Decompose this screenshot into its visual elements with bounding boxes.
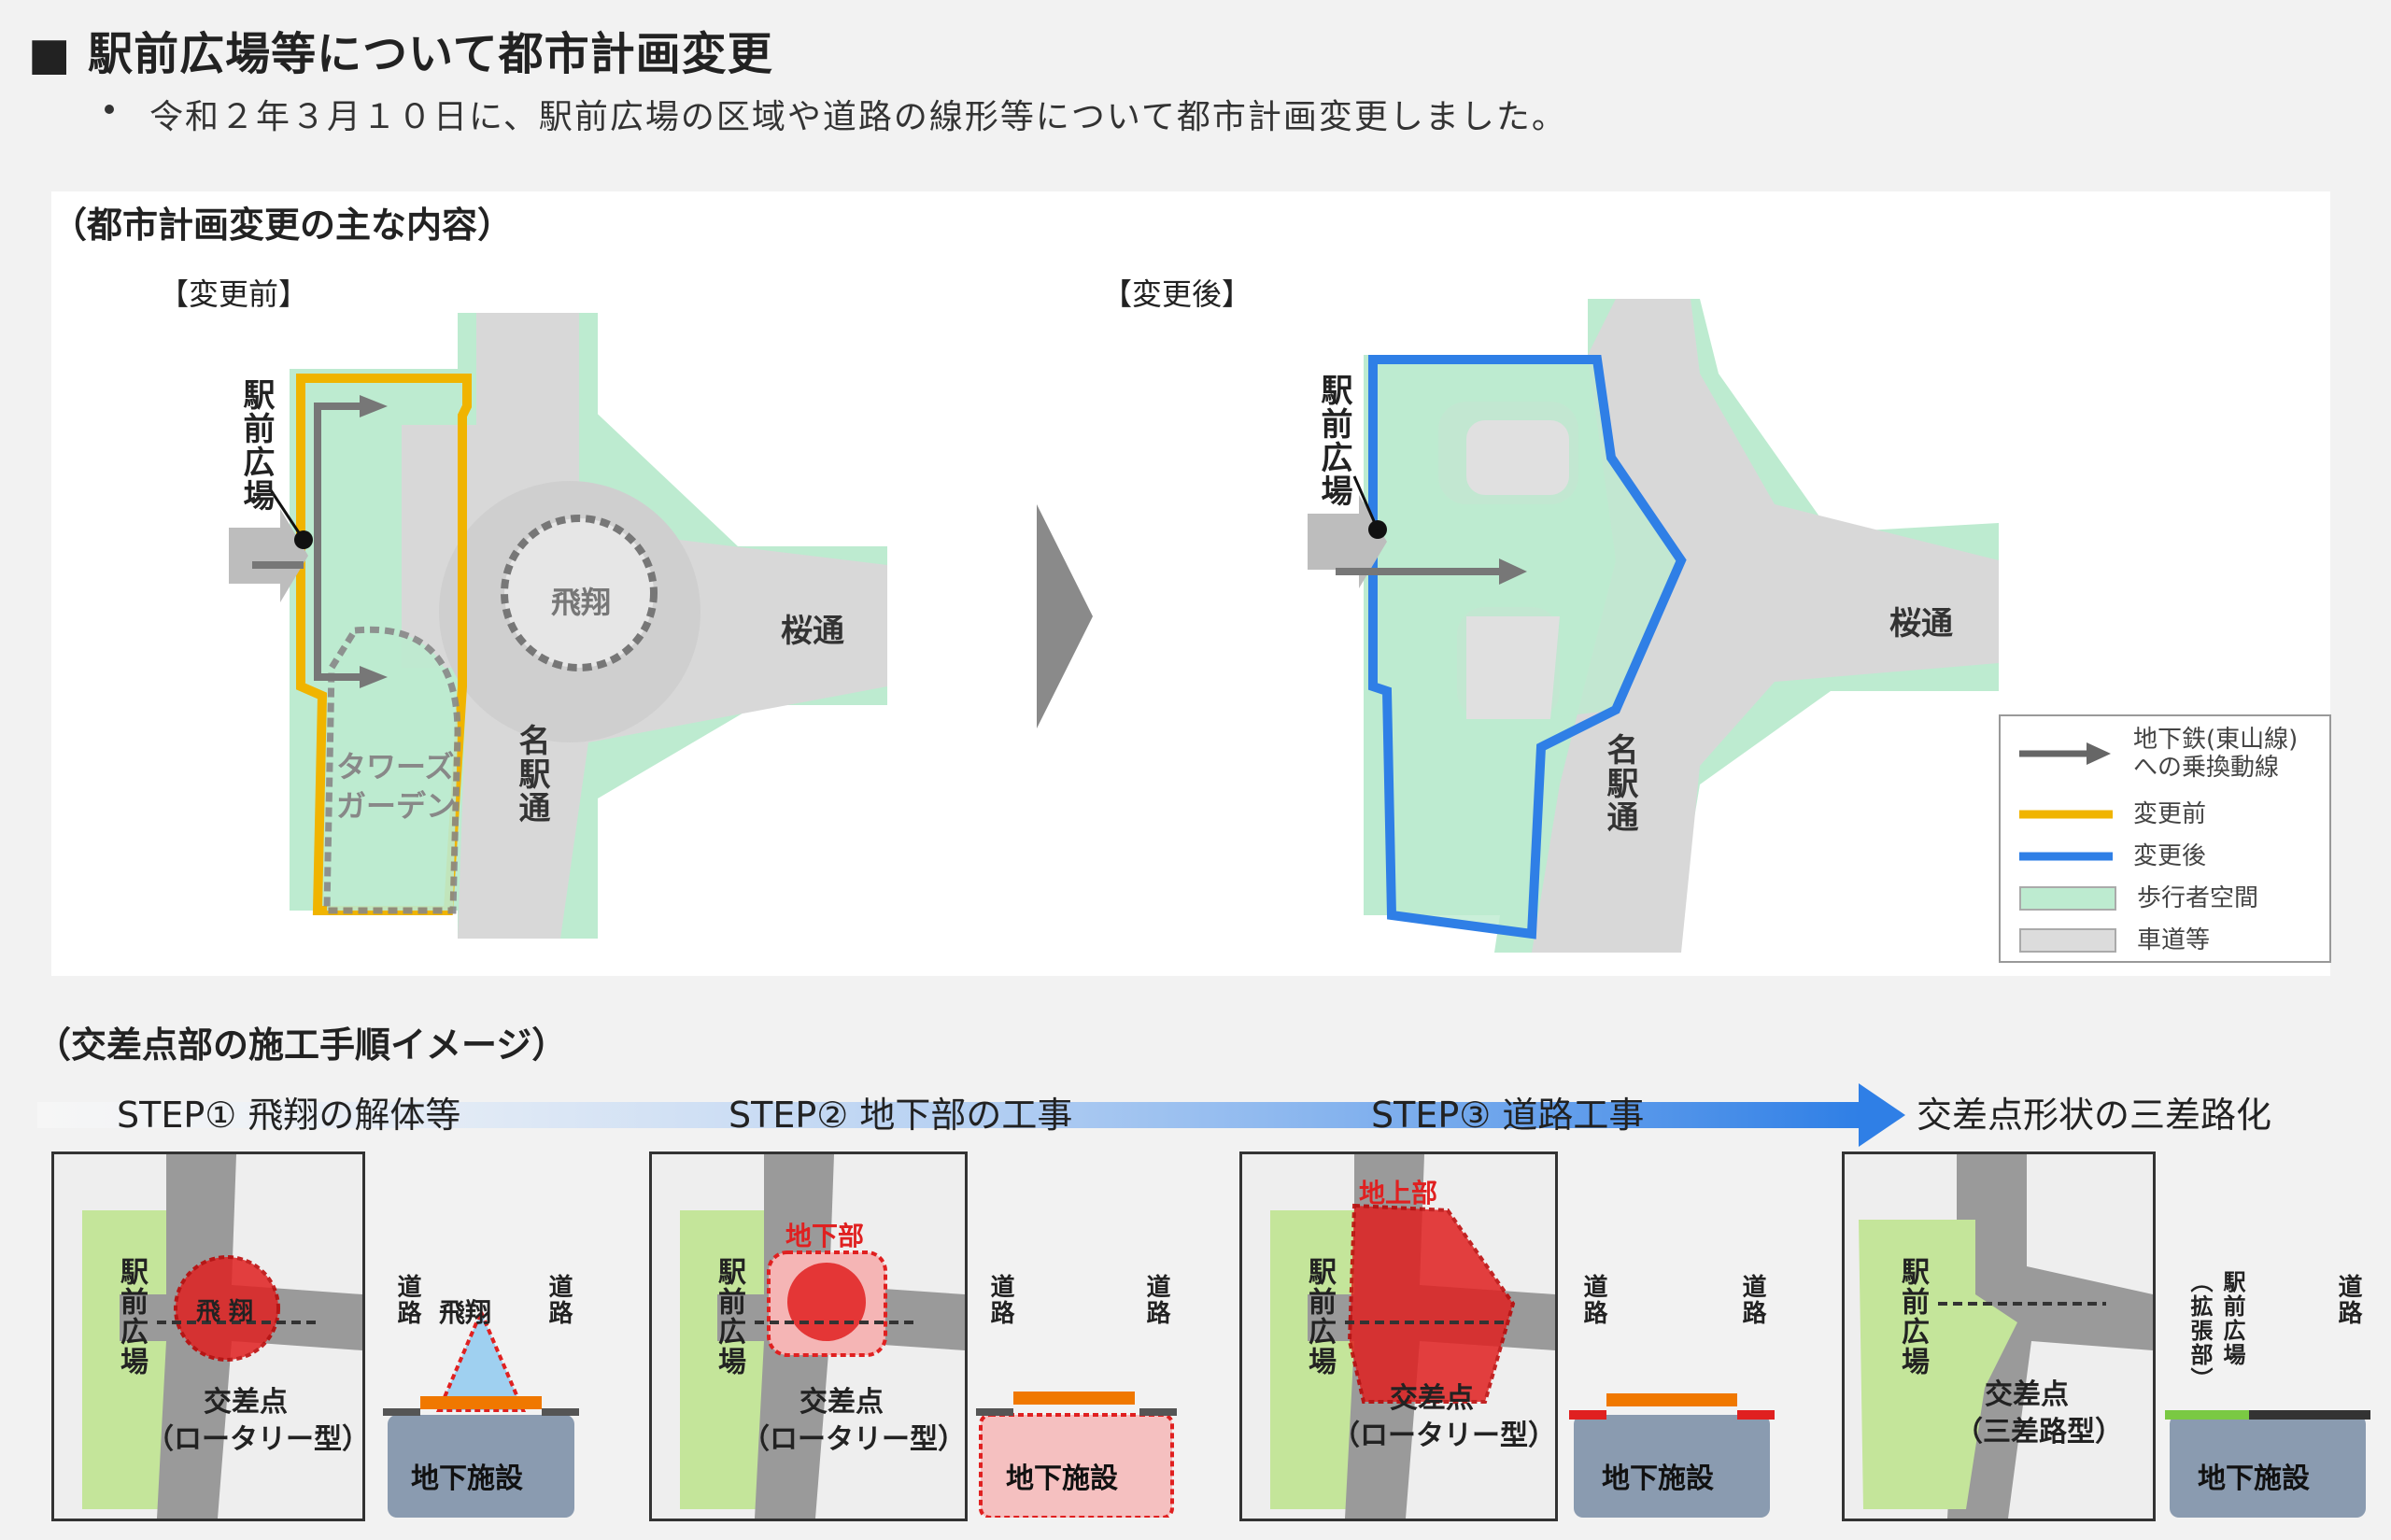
intro-bullet-text: 令和２年３月１０日に、駅前広場の区域や道路の線形等について都市計画変更しました。 xyxy=(149,98,1567,136)
step-3-plan xyxy=(1270,1154,1555,1519)
final-section-diagram xyxy=(2165,1410,2370,1518)
final-section: 駅前広場（拡張部） 道路 地下施設 xyxy=(2165,1251,2370,1518)
step-1-rotary-label: （ロータリー型） xyxy=(146,1423,365,1456)
step-1-plan-box: 駅前広場 飛 翔 交差点 （ロータリー型） xyxy=(51,1151,365,1521)
final-intersection-label: 交差点 xyxy=(1985,1378,2069,1411)
page-heading: ■ 駅前広場等について都市計画変更 xyxy=(28,28,773,80)
step-3-intersection-label: 交差点 xyxy=(1390,1382,1474,1415)
step-1-section: 道路 道路 飛翔 地下施設 xyxy=(383,1251,579,1518)
step-3-road-left: 道路 xyxy=(1579,1274,1607,1326)
step-1-road-left: 道路 xyxy=(393,1274,421,1326)
step-3-plaza-label: 駅前広場 xyxy=(1303,1257,1336,1377)
final-facility-label: 地下施設 xyxy=(2198,1462,2310,1495)
after-meieki-dori-label: 名駅通 xyxy=(1601,733,1638,834)
step-1-intersection-label: 交差点 xyxy=(204,1386,288,1419)
step-3-rotary-label: （ロータリー型） xyxy=(1332,1420,1556,1452)
after-station-plaza-label: 駅前広場 xyxy=(1315,374,1352,508)
step-1-road-right: 道路 xyxy=(545,1274,573,1326)
step-2-rotary-label: （ロータリー型） xyxy=(742,1423,966,1456)
bullet-dot xyxy=(105,105,114,114)
step-1-hisho-label: 飛 翔 xyxy=(196,1298,254,1326)
legend-item-before: 変更前 xyxy=(2019,800,2206,828)
step-3-section: 道路 道路 地下施設 xyxy=(1569,1251,1775,1518)
legend-item-pedestrian: 歩行者空間 xyxy=(2019,884,2258,912)
before-meieki-dori-label: 名駅通 xyxy=(513,724,550,825)
step-1-section-hisho: 飛翔 xyxy=(439,1297,492,1328)
final-road-label: 道路 xyxy=(2334,1274,2362,1326)
before-label: 【変更前】 xyxy=(159,276,309,312)
after-label: 【変更後】 xyxy=(1102,276,1252,312)
step-3-label: STEP③ 道路工事 xyxy=(1371,1095,1645,1136)
final-step-label: 交差点形状の三差路化 xyxy=(1917,1095,2272,1136)
step-2-road-right: 道路 xyxy=(1142,1274,1170,1326)
after-map xyxy=(1308,299,1999,953)
main-section-title: （都市計画変更の主な内容） xyxy=(51,205,514,246)
final-plan-box: 駅前広場 交差点 （三差路型） xyxy=(1842,1151,2156,1521)
above-part-label: 地上部 xyxy=(1359,1178,1438,1208)
legend: 地下鉄(東山線)への乗換動線 変更前 変更後 歩行者空間 車道等 xyxy=(1999,714,2331,963)
legend-label: 地下鉄(東山線)への乗換動線 xyxy=(2133,726,2299,782)
underground-part-label: 地下部 xyxy=(785,1221,865,1251)
step-2-facility-label: 地下施設 xyxy=(1006,1462,1118,1495)
transition-arrow-icon xyxy=(1037,504,1093,728)
before-map xyxy=(229,313,887,939)
step-3-plan-box: 駅前広場 地上部 交差点 （ロータリー型） xyxy=(1239,1151,1558,1521)
before-hisho-label: 飛翔 xyxy=(551,585,612,620)
step-2-plan xyxy=(680,1154,965,1519)
before-station-plaza-label: 駅前広場 xyxy=(237,378,275,513)
final-plan xyxy=(1859,1154,2153,1519)
legend-label: 歩行者空間 xyxy=(2137,884,2259,912)
step-2-section: 道路 道路 地下施設 xyxy=(976,1251,1177,1518)
step-3-facility-label: 地下施設 xyxy=(1602,1462,1714,1495)
step-2-road-left: 道路 xyxy=(986,1274,1014,1326)
step-1-plaza-label: 駅前広場 xyxy=(115,1257,148,1377)
legend-label: 変更前 xyxy=(2133,800,2207,828)
steps-progress-arrow xyxy=(37,1083,1905,1147)
legend-item-transfer: 地下鉄(東山線)への乗換動線 xyxy=(2019,726,2301,782)
step-1-section-diagram xyxy=(383,1307,579,1518)
step-1-label: STEP① 飛翔の解体等 xyxy=(117,1095,461,1136)
pedestrian-swatch xyxy=(2019,886,2116,911)
step-2-plan-box: 駅前広場 地下部 交差点 （ロータリー型） xyxy=(649,1151,968,1521)
step-1-facility-label: 地下施設 xyxy=(411,1462,523,1495)
road-swatch xyxy=(2019,928,2116,953)
final-plaza-label: 駅前広場 xyxy=(1896,1257,1929,1377)
step-3-section-diagram xyxy=(1569,1393,1775,1518)
legend-item-road: 車道等 xyxy=(2019,926,2210,954)
step-1-plan xyxy=(82,1154,362,1519)
legend-item-after: 変更後 xyxy=(2019,842,2206,870)
before-sakura-dori-label: 桜通 xyxy=(781,613,844,650)
three-way-label: （三差路型） xyxy=(1955,1416,2123,1448)
steps-section-title: （交差点部の施工手順イメージ） xyxy=(35,1024,568,1066)
step-2-section-diagram xyxy=(976,1392,1177,1518)
legend-label: 車道等 xyxy=(2137,926,2211,954)
towers-garden-label: タワーズガーデン xyxy=(336,749,457,824)
step-2-plaza-label: 駅前広場 xyxy=(713,1257,745,1377)
after-line-swatch xyxy=(2019,852,2113,861)
step-3-road-right: 道路 xyxy=(1738,1274,1766,1326)
legend-label: 変更後 xyxy=(2133,842,2207,870)
step-2-label: STEP② 地下部の工事 xyxy=(729,1095,1073,1136)
transfer-arrow-icon xyxy=(2019,742,2111,765)
after-sakura-dori-label: 桜通 xyxy=(1889,605,1953,643)
final-plaza-ext-label: 駅前広場（拡張部） xyxy=(2186,1270,2245,1392)
step-2-intersection-label: 交差点 xyxy=(799,1386,884,1419)
before-line-swatch xyxy=(2019,810,2113,819)
